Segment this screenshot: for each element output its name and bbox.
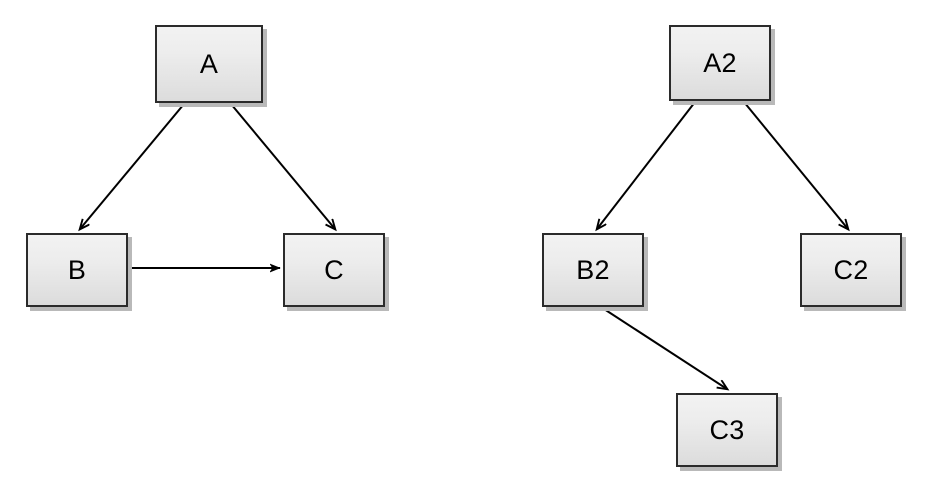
edge-a2-to-b2[interactable]: [597, 101, 696, 229]
node-c2[interactable]: C2: [800, 233, 902, 307]
edge-a-to-c[interactable]: [230, 103, 335, 229]
node-label-c3: C3: [709, 414, 745, 445]
node-label-c2: C2: [833, 254, 869, 285]
node-b2[interactable]: B2: [542, 233, 644, 307]
node-a2[interactable]: A2: [669, 25, 771, 101]
node-c[interactable]: C: [283, 233, 385, 307]
node-c3[interactable]: C3: [676, 393, 778, 467]
edge-b2-to-c3[interactable]: [600, 306, 727, 389]
edge-a-to-b[interactable]: [80, 103, 185, 229]
edge-a2-to-c2[interactable]: [743, 101, 848, 229]
node-b[interactable]: B: [26, 233, 128, 307]
node-label-c: C: [324, 254, 344, 285]
node-a[interactable]: A: [155, 25, 263, 103]
node-label-b2: B2: [576, 254, 610, 285]
node-label-b: B: [67, 254, 87, 285]
node-label-a2: A2: [703, 47, 737, 78]
node-label-a: A: [199, 48, 219, 79]
